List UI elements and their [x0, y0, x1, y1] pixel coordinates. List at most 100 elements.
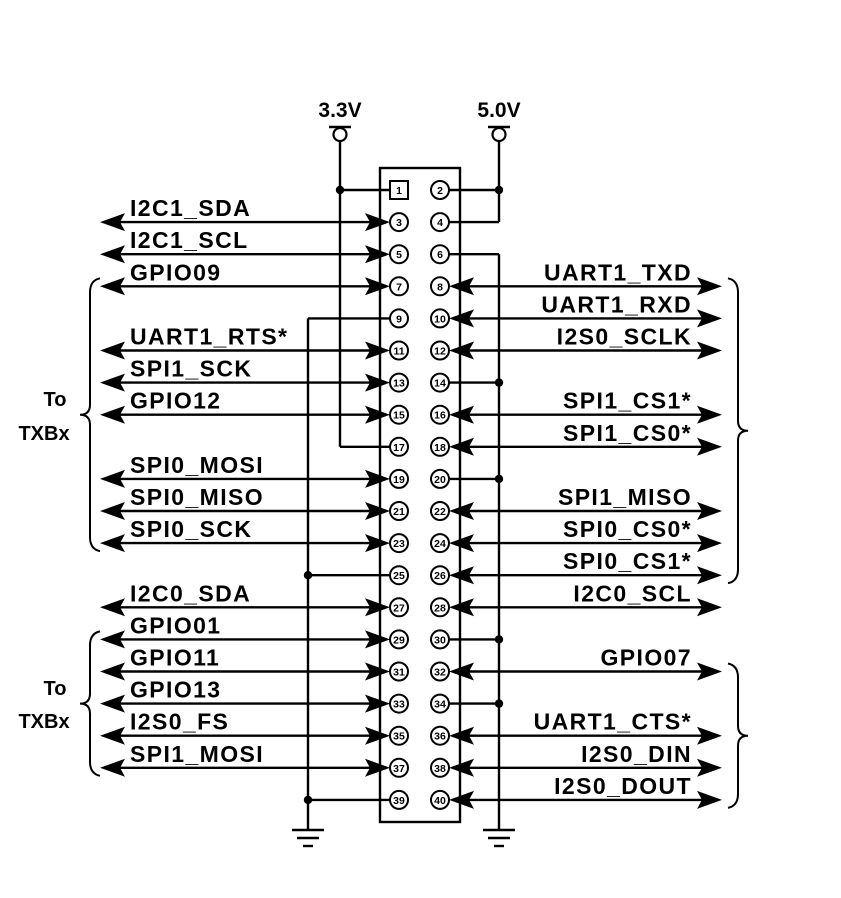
arrow-left-icon — [100, 726, 125, 745]
arrow-left-icon — [449, 405, 474, 424]
arrow-left-icon — [100, 758, 125, 777]
pin-number: 32 — [434, 667, 446, 679]
arrow-left-icon — [449, 758, 474, 777]
pin-number: 13 — [393, 378, 405, 390]
pin-number: 38 — [434, 763, 446, 775]
arrow-right-icon — [697, 598, 722, 617]
pin-number: 35 — [393, 731, 405, 743]
signal-label: I2S0_FS — [130, 709, 229, 735]
pin-circle — [430, 180, 450, 200]
arrow-left-icon — [100, 469, 125, 488]
arrow-right-icon — [365, 662, 390, 681]
pin-number: 10 — [434, 313, 446, 325]
pin-number: 21 — [393, 506, 405, 518]
arrow-right-icon — [697, 309, 722, 328]
signal-label: SPI1_CS1* — [563, 388, 692, 414]
arrow-right-icon — [697, 566, 722, 585]
pin-number: 19 — [393, 474, 405, 486]
pin-circle — [389, 565, 409, 586]
pin-number: 24 — [434, 538, 446, 550]
signal-label: UART1_TXD — [544, 259, 692, 285]
arrow-left-icon — [100, 245, 125, 264]
signal-label: UART1_RXD — [541, 291, 692, 317]
junction-dot — [335, 185, 345, 195]
pin-number: 2 — [437, 185, 443, 197]
brace-left-bottom — [79, 630, 101, 777]
pin-number: 15 — [393, 410, 405, 422]
pin-number: 12 — [434, 346, 446, 358]
junction-dot — [303, 795, 313, 805]
arrow-left-icon — [100, 598, 125, 617]
junction-dot — [494, 185, 504, 195]
arrow-left-icon — [449, 341, 474, 360]
pin-number: 28 — [434, 602, 446, 614]
supply-terminal-icon — [332, 126, 348, 143]
arrow-right-icon — [365, 213, 390, 232]
pin-number: 11 — [393, 346, 404, 358]
arrow-right-icon — [365, 726, 390, 745]
arrow-right-icon — [697, 341, 722, 360]
arrow-left-icon — [100, 694, 125, 713]
signal-label: SPI0_MISO — [130, 484, 264, 510]
signal-label: SPI1_MOSI — [130, 741, 264, 767]
group-label-left-top-1: To — [44, 389, 67, 411]
pin-number: 29 — [393, 634, 405, 646]
group-label-left-bottom-1: To — [44, 678, 67, 700]
junction-dot — [494, 635, 504, 644]
arrow-right-icon — [365, 245, 390, 264]
arrow-left-icon — [100, 277, 125, 296]
arrow-right-icon — [697, 790, 722, 809]
supply-5v0-label: 5.0V — [477, 99, 520, 122]
signal-label: I2S0_DIN — [581, 741, 692, 767]
pin-number: 40 — [434, 795, 446, 807]
pin-number: 31 — [393, 667, 405, 679]
signal-label: I2S0_DOUT — [554, 773, 692, 799]
signal-label: GPIO09 — [130, 259, 222, 285]
pin-number: 30 — [434, 634, 446, 646]
signal-label: GPIO01 — [130, 612, 222, 638]
junction-dot — [303, 571, 313, 580]
pin-number: 3 — [396, 217, 402, 229]
pin-circle — [430, 468, 450, 489]
arrow-right-icon — [697, 405, 722, 424]
group-label-left-bottom-2: TXBx — [18, 711, 69, 733]
pin-number: 23 — [393, 538, 405, 550]
brace-right-top — [727, 277, 749, 585]
signal-label: I2C0_SCL — [573, 580, 692, 606]
arrow-left-icon — [100, 373, 125, 392]
pin-circle — [430, 693, 450, 714]
pin-number: 39 — [393, 795, 405, 807]
signal-label: SPI1_SCK — [130, 356, 252, 382]
pin-number: 26 — [434, 570, 446, 582]
arrow-right-icon — [365, 758, 390, 777]
signal-label: SPI0_CS1* — [563, 548, 692, 574]
arrow-right-icon — [697, 534, 722, 553]
arrow-left-icon — [449, 502, 474, 520]
arrow-right-icon — [365, 373, 390, 392]
arrow-right-icon — [365, 405, 390, 424]
junction-dot — [494, 699, 504, 708]
arrow-left-icon — [449, 534, 474, 553]
pin-number: 25 — [393, 570, 405, 582]
arrow-left-icon — [449, 662, 474, 681]
group-label-left-top-2: TXBx — [18, 423, 69, 445]
pin-circle — [430, 372, 450, 393]
arrow-right-icon — [697, 502, 722, 520]
pin-circle — [430, 244, 450, 265]
signal-label: I2C1_SCL — [130, 227, 249, 253]
arrow-right-icon — [697, 437, 722, 456]
supply-3v3-label: 3.3V — [318, 99, 361, 122]
pin-number: 37 — [393, 763, 405, 775]
signal-label: SPI0_SCK — [130, 516, 252, 542]
signal-label: UART1_RTS* — [130, 324, 288, 350]
pin-number: 6 — [437, 249, 443, 261]
signal-label: SPI0_MOSI — [130, 452, 264, 478]
arrow-right-icon — [365, 277, 390, 296]
arrow-left-icon — [100, 405, 125, 424]
arrow-left-icon — [100, 341, 125, 360]
arrow-left-icon — [449, 437, 474, 456]
pin-number: 22 — [434, 506, 446, 518]
pin-circle — [430, 212, 450, 233]
arrow-right-icon — [365, 341, 390, 360]
